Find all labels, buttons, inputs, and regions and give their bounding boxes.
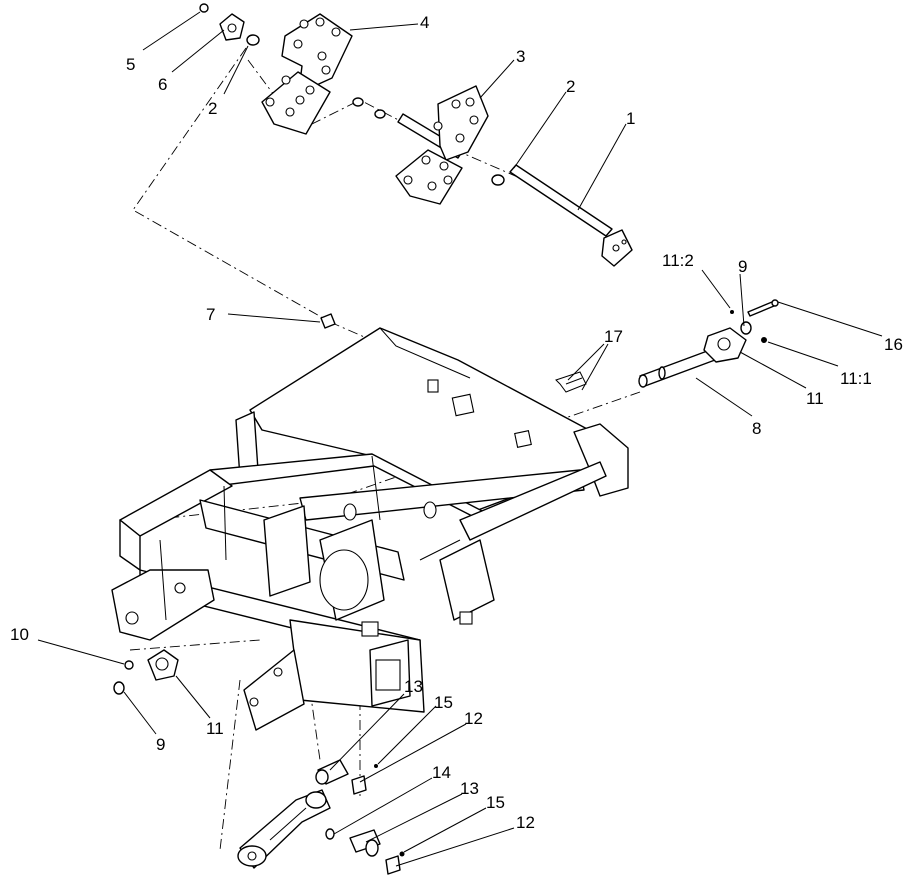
callout-12-upper: 12 bbox=[464, 709, 483, 728]
callout-2-right: 2 bbox=[566, 77, 575, 96]
clip-part-17 bbox=[555, 371, 587, 393]
callout-9-left: 9 bbox=[156, 735, 165, 754]
callout-11-1: 11:1 bbox=[840, 369, 872, 388]
nut-part-14 bbox=[325, 828, 335, 840]
callout-15-upper: 15 bbox=[434, 693, 453, 712]
bolt-part-5 bbox=[199, 3, 209, 13]
callout-10: 10 bbox=[10, 625, 29, 644]
callout-13-upper: 13 bbox=[404, 677, 423, 696]
callout-13-lower: 13 bbox=[460, 779, 479, 798]
clevis-part-13-lower bbox=[349, 829, 381, 857]
nut-part-11-1 bbox=[761, 337, 767, 343]
pedal-plate-part-4 bbox=[261, 13, 353, 135]
callout-16: 16 bbox=[884, 335, 903, 354]
callout-11-right: 11 bbox=[806, 389, 824, 408]
callout-17: 17 bbox=[604, 327, 623, 346]
screw-part-11-2 bbox=[730, 310, 734, 314]
callout-7: 7 bbox=[206, 305, 215, 324]
callout-15-lower: 15 bbox=[486, 793, 505, 812]
shaft-part-1 bbox=[509, 164, 633, 267]
clip-part-15-lower bbox=[399, 851, 405, 857]
callout-12-lower: 12 bbox=[516, 813, 535, 832]
callout-9-right: 9 bbox=[738, 257, 747, 276]
o-ring-part-9-left bbox=[113, 681, 125, 695]
callout-8: 8 bbox=[752, 419, 761, 438]
bracket-part-6 bbox=[219, 13, 245, 41]
pivot-shaft-part-8 bbox=[638, 349, 716, 388]
pedal-plate-part-3 bbox=[395, 85, 489, 205]
callout-11-left: 11 bbox=[206, 719, 224, 738]
clip-part-15-upper bbox=[374, 764, 378, 768]
bolt-part-16 bbox=[747, 299, 779, 317]
hydraulic-cylinder bbox=[237, 789, 331, 869]
callout-1: 1 bbox=[626, 109, 635, 128]
bushing-part-7 bbox=[320, 313, 336, 329]
callout-3: 3 bbox=[516, 47, 525, 66]
clevis-part-13-upper bbox=[315, 759, 349, 785]
callout-6: 6 bbox=[158, 75, 167, 94]
callout-5: 5 bbox=[126, 55, 135, 74]
callout-4: 4 bbox=[420, 13, 429, 32]
main-frame bbox=[111, 327, 629, 731]
nut-part-10 bbox=[124, 660, 134, 670]
leader-lines bbox=[37, 11, 883, 867]
callout-2-upper: 2 bbox=[208, 99, 217, 118]
callout-labels: 1 2 2 3 4 5 6 7 8 9 9 10 11 11 11:2 11:1… bbox=[10, 13, 903, 832]
callout-11-2: 11:2 bbox=[662, 251, 694, 270]
pin-part-12 bbox=[351, 775, 401, 875]
flange-part-11-left bbox=[147, 649, 179, 681]
flange-part-11-right bbox=[703, 321, 752, 363]
callout-14: 14 bbox=[432, 763, 451, 782]
